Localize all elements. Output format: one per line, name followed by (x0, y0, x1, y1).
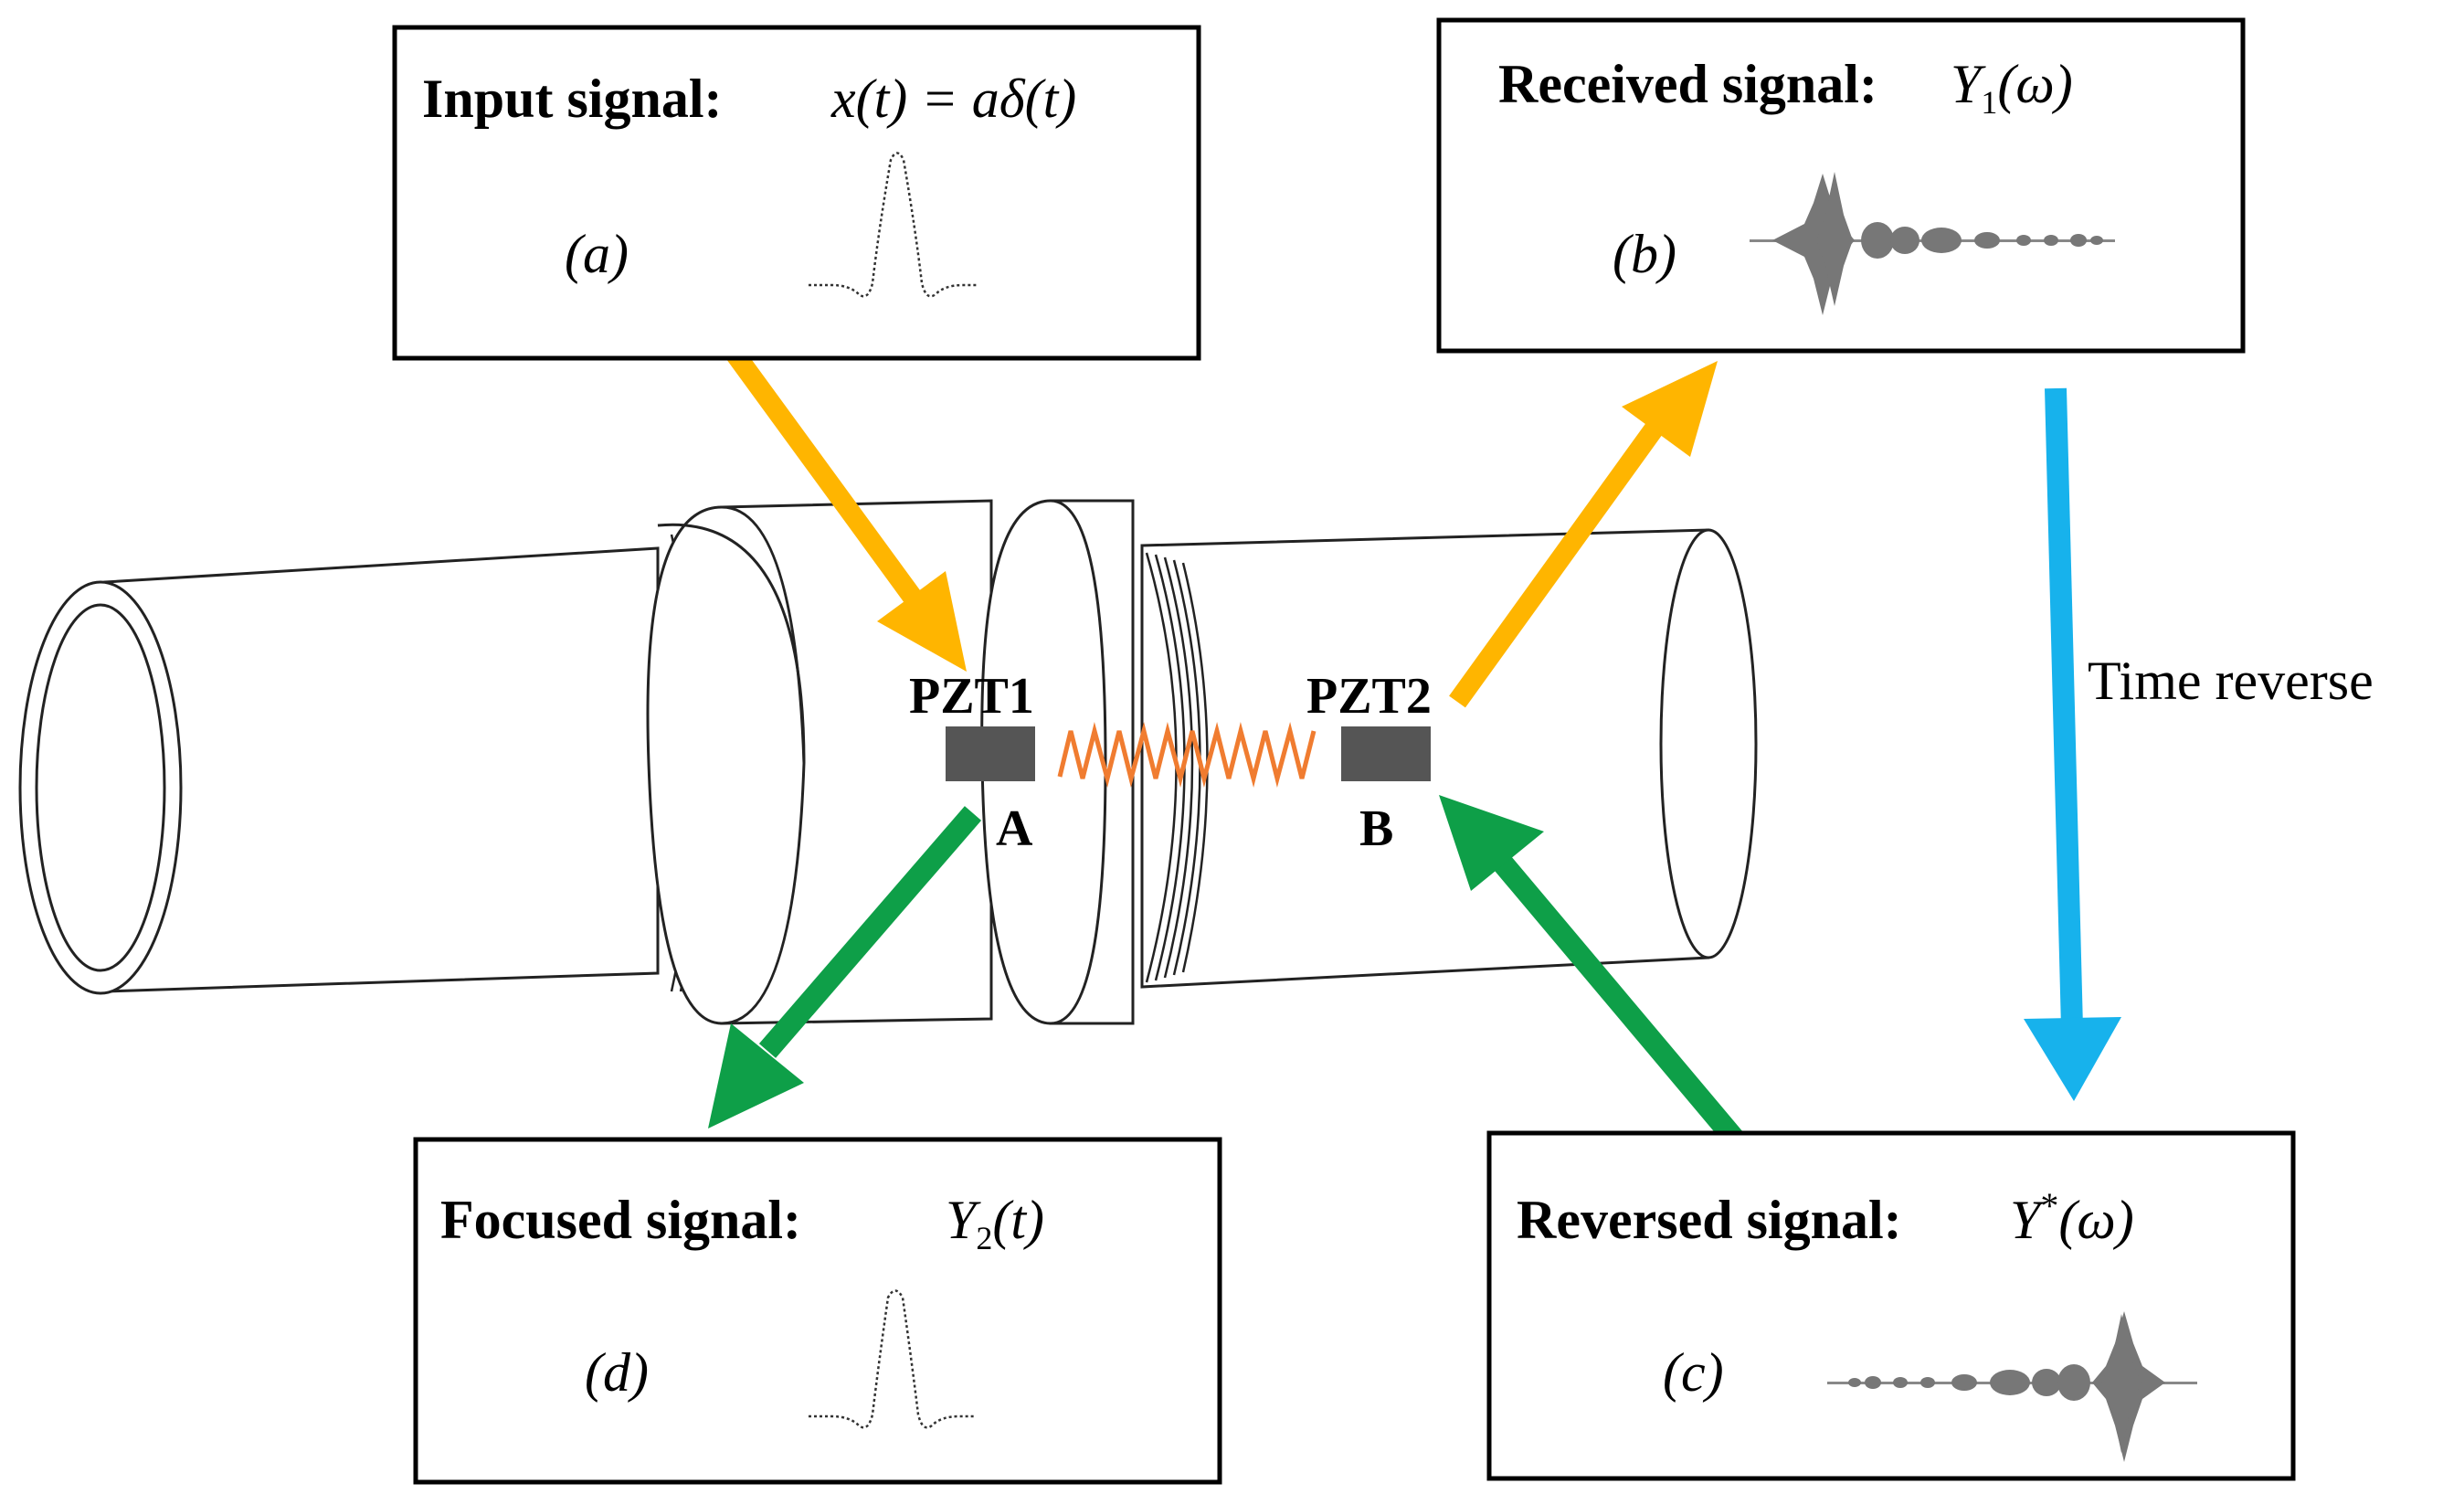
svg-text:Y1(ω): Y1(ω) (1951, 54, 2073, 121)
svg-text:Y2(t): Y2(t) (946, 1190, 1044, 1256)
received-tag: (b) (1613, 224, 1676, 284)
focused-signal-title: Focused signal: (440, 1190, 801, 1250)
focused-formula-sub: 2 (976, 1220, 992, 1256)
panel-received-signal: Received signal: Y1(ω) (b) (1436, 17, 2246, 354)
input-signal-title: Input signal: (422, 69, 722, 129)
panel-input-signal: Input signal: x(t) = aδ(t) (a) (392, 25, 1201, 361)
left-collar-lip (657, 523, 806, 764)
panel-focused-signal: Focused signal: Y2(t) (d) (413, 1137, 1222, 1485)
focused-formula-main: Y (946, 1190, 981, 1250)
svg-text:Y*(ω): Y*(ω) (2010, 1185, 2134, 1250)
received-formula-rest: (ω) (1997, 54, 2072, 114)
pzt1-sensor (946, 726, 1035, 781)
reversed-signal-title: Reversed signal: (1517, 1190, 1902, 1250)
left-pipe-inner-rim (35, 603, 166, 972)
focused-arrow (708, 806, 982, 1128)
reversed-waveform (1827, 1311, 2197, 1462)
reversed-formula-sup: * (2040, 1185, 2058, 1226)
received-signal-title: Received signal: (1498, 54, 1877, 114)
focused-pulse (809, 1289, 976, 1429)
time-reverse-arrow (2024, 387, 2121, 1101)
received-arrow (1449, 361, 1718, 708)
right-pipe-end (1659, 528, 1758, 959)
input-pulse (809, 152, 978, 298)
point-b-label: B (1359, 800, 1393, 857)
time-reverse-label: Time reverse (2088, 651, 2374, 711)
received-waveform (1750, 172, 2115, 315)
received-formula-sub: 1 (1981, 84, 1997, 121)
left-collar-face (646, 505, 806, 1025)
reversed-arrow (1439, 795, 1754, 1159)
point-a-label: A (996, 800, 1033, 857)
left-pipe (103, 546, 660, 993)
input-signal-formula: x(t) = aδ(t) (830, 69, 1076, 129)
reversed-formula-rest: (ω) (2058, 1190, 2133, 1250)
focused-tag: (d) (585, 1342, 649, 1403)
received-formula-main: Y (1951, 54, 1986, 114)
lamb-wave (1057, 722, 1317, 788)
middle-collar-face (980, 499, 1107, 1025)
reversed-formula-main: Y (2010, 1190, 2046, 1250)
input-tag: (a) (565, 224, 629, 284)
panel-reversed-signal: Reversed signal: Y*(ω) (c) (1486, 1130, 2296, 1481)
reversed-tag: (c) (1663, 1342, 1724, 1403)
focused-formula-rest: (t) (992, 1190, 1044, 1250)
pzt2-sensor (1341, 726, 1431, 781)
pzt2-label: PZT2 (1306, 668, 1432, 725)
pipe-assembly (18, 499, 1758, 1025)
right-pipe (1140, 528, 1738, 989)
pzt1-label: PZT1 (909, 668, 1034, 725)
input-arrow (727, 348, 967, 672)
